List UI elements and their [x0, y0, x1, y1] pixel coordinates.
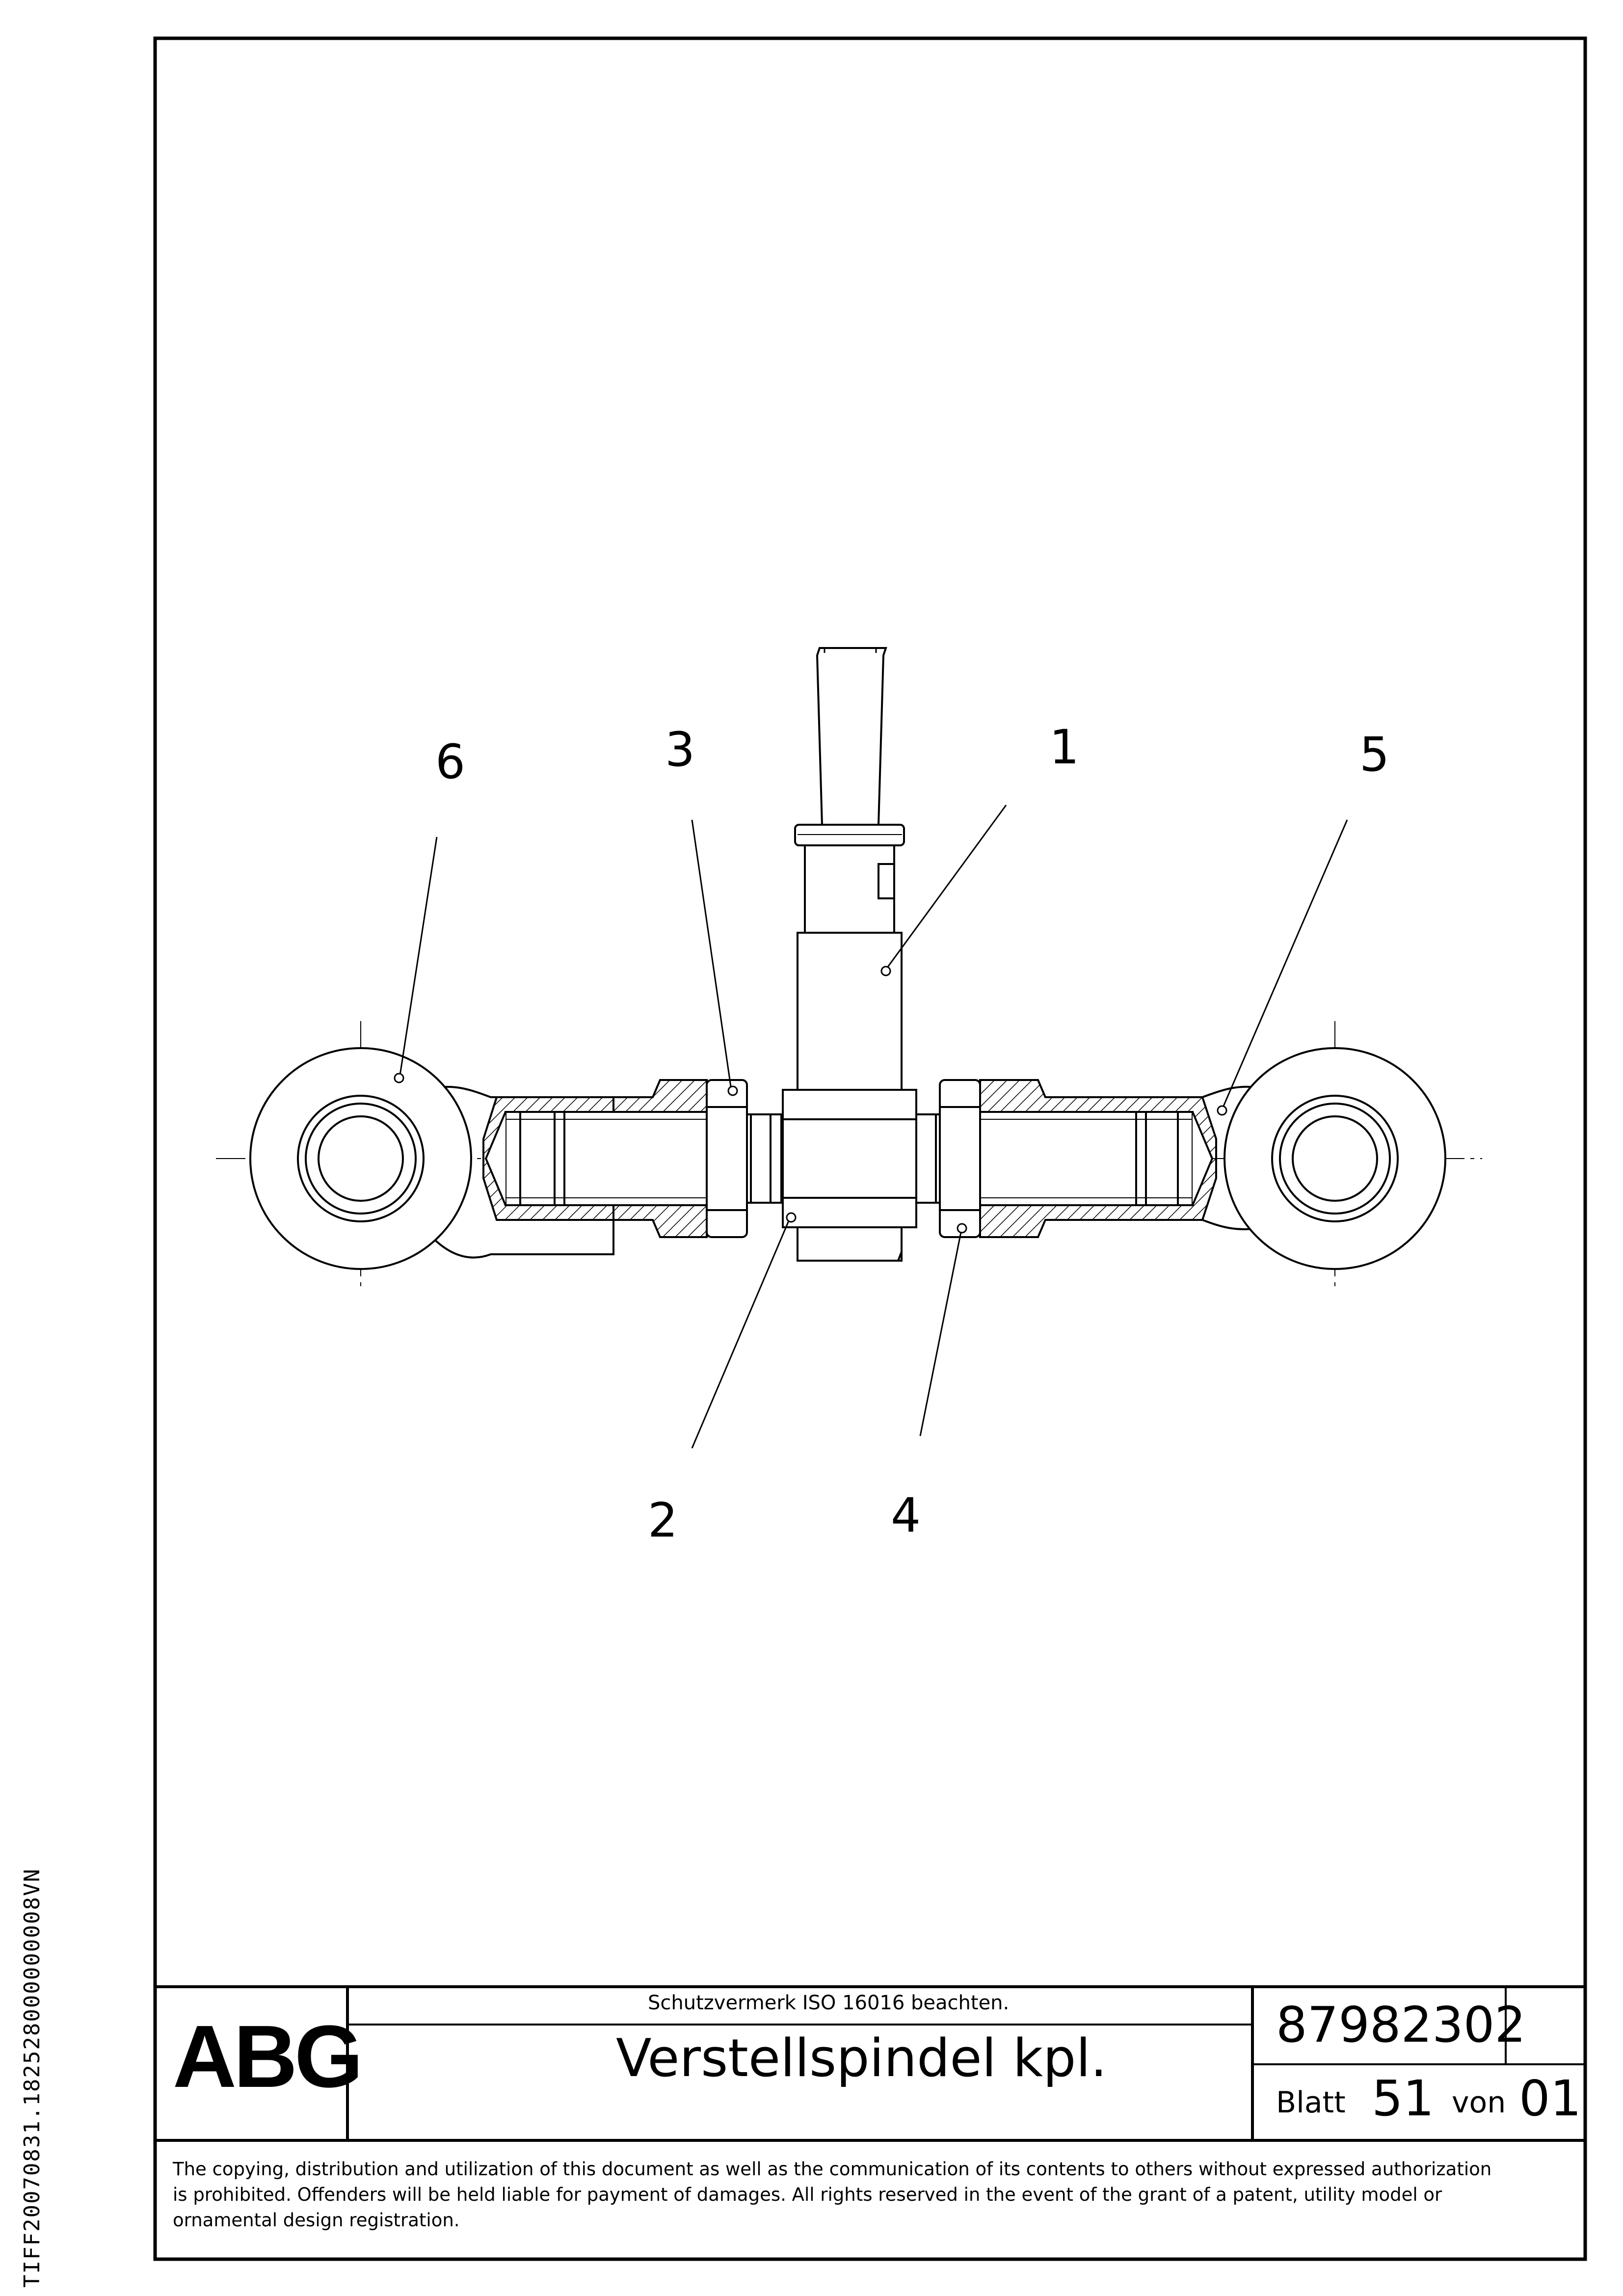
sheet-label: Blatt: [1276, 2085, 1346, 2120]
lock-nut-left: [706, 1079, 772, 1238]
leader-lines: [399, 805, 1348, 1449]
lock-nut-right: [915, 1079, 981, 1238]
callout-6: 6: [435, 734, 465, 789]
copyright-line-1: The copying, distribution and utilizatio…: [173, 2159, 1492, 2180]
rod-end-right: [1202, 1047, 1446, 1270]
drawing-number: 87982302: [1276, 1996, 1526, 2053]
spindle: [782, 647, 917, 1262]
drawing-title: Verstellspindel kpl.: [616, 2028, 1107, 2088]
callout-3: 3: [665, 722, 695, 777]
company-logo: ABG: [173, 2007, 363, 2106]
copyright-line-3: ornamental design registration.: [173, 2210, 460, 2231]
rod-end-left: [249, 1047, 614, 1270]
housing-right: [979, 1079, 1217, 1238]
drawing-frame: [153, 36, 1587, 2261]
sheet-total: 01: [1519, 2070, 1582, 2127]
callout-5: 5: [1359, 727, 1389, 782]
leader-dots: [394, 966, 1227, 1234]
sheet-number: 51: [1372, 2070, 1435, 2127]
washer: [770, 1113, 782, 1204]
callout-2: 2: [648, 1493, 678, 1548]
callout-4: 4: [891, 1488, 921, 1543]
title-block-grid: [155, 1985, 1585, 2142]
side-file-code: TIFF20070831.182528000000008VN: [20, 1868, 45, 2288]
callout-1: 1: [1049, 720, 1079, 775]
of-label: von: [1452, 2085, 1506, 2120]
housing-left: [482, 1079, 708, 1238]
protection-note: Schutzvermerk ISO 16016 beachten.: [648, 1992, 1010, 2014]
copyright-line-2: is prohibited. Offenders will be held li…: [173, 2184, 1442, 2205]
